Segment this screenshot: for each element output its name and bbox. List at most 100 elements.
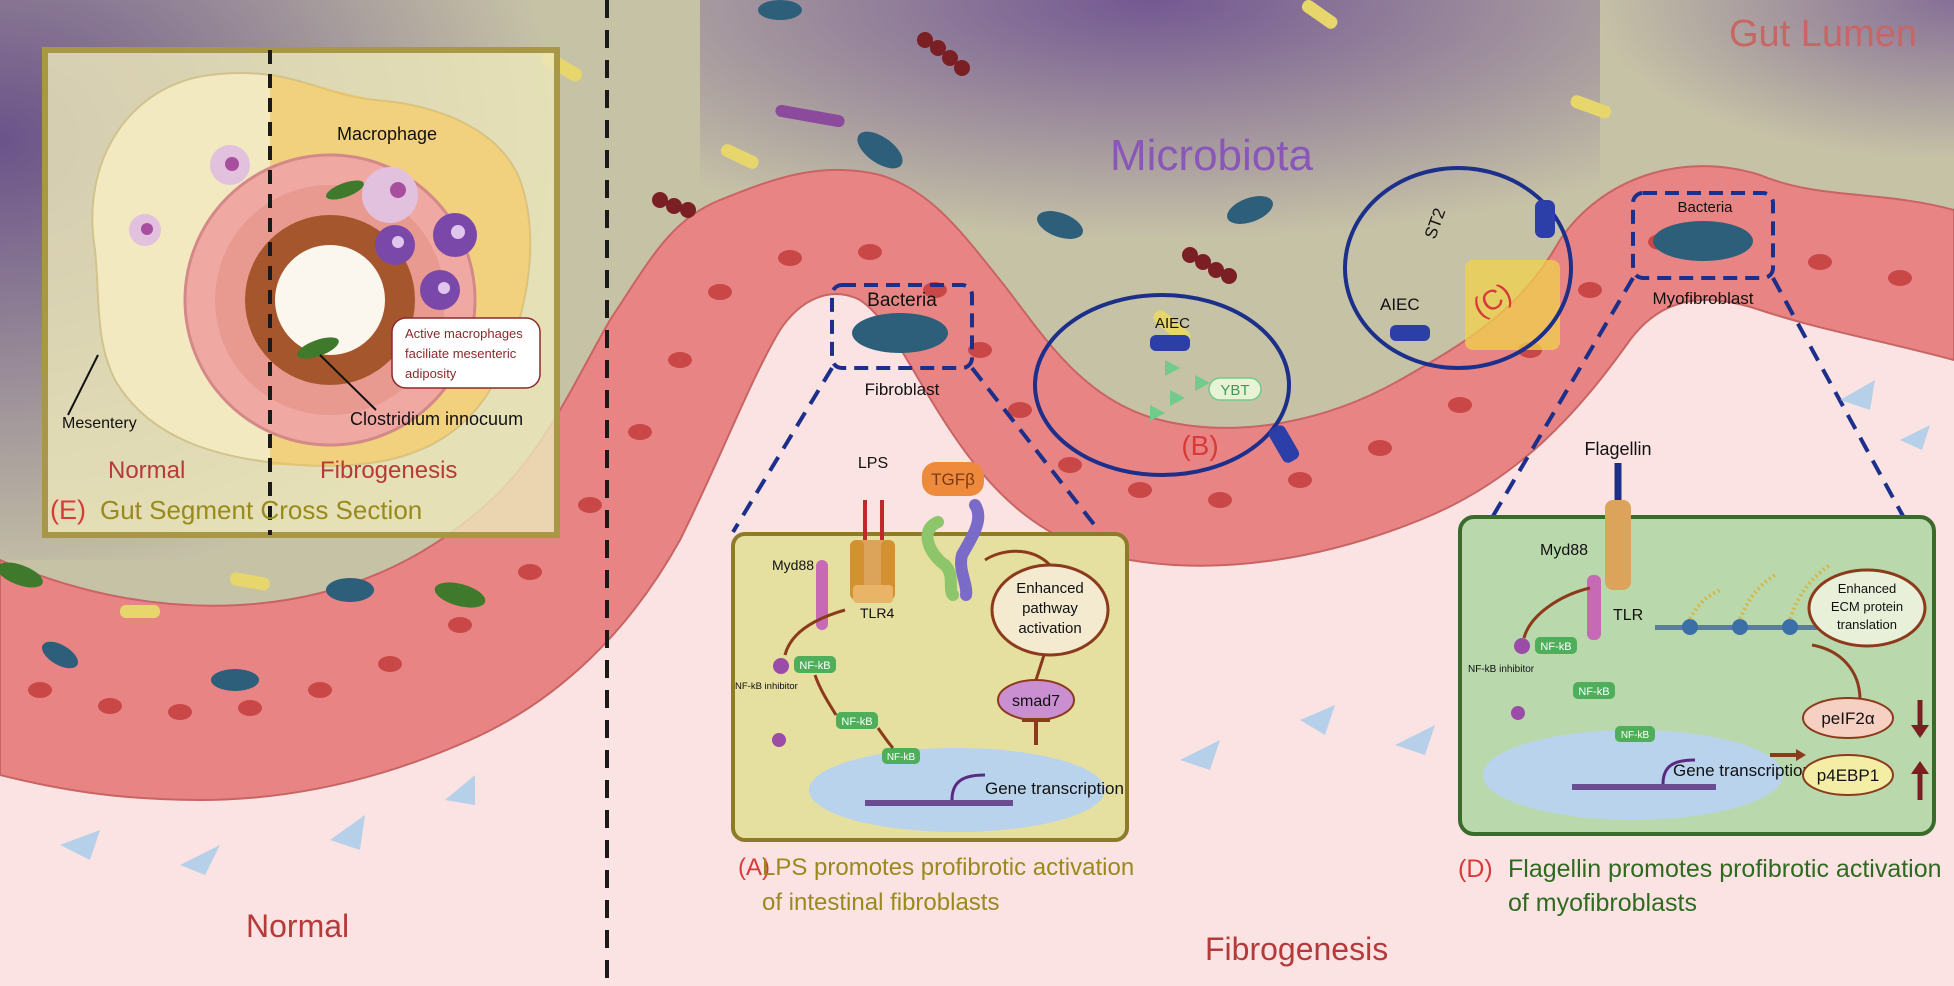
nfkb-a-2: NF-kB: [841, 716, 872, 728]
panel-a-caption-2: of intestinal fibroblasts: [762, 889, 999, 916]
peif2a-label: peIF2α: [1821, 709, 1874, 728]
zoom-line-a-right: [970, 366, 1102, 534]
clostridium-bacterium-lumen: [297, 337, 339, 359]
myd88-d-block: [1587, 575, 1601, 640]
nfkb-a-3: NF-kB: [887, 752, 916, 763]
panel-a-signaling: Gene transcription LPS Myd88 TLR4 TGFβ E…: [731, 455, 1134, 916]
panel-d-caption-2: of myofibroblasts: [1508, 889, 1697, 917]
clostridium-label: Clostridium innocuum: [350, 409, 523, 429]
ecm-line-3: translation: [1837, 617, 1897, 632]
nfkb-inhibitor-dot: [773, 658, 789, 674]
fibrogenesis-region-label: Fibrogenesis: [1205, 931, 1388, 967]
nfkb-d-inhibitor-degraded: [1511, 706, 1525, 720]
tgfb-badge: [922, 462, 984, 496]
ybt-molecules: [1150, 360, 1210, 421]
arrow-enhanced-to-tgfb: [984, 549, 1052, 567]
nucleus-d: [1483, 730, 1783, 820]
nfkb-d-1: NF-kB: [1540, 641, 1571, 653]
transcription-start-d: [1661, 758, 1696, 785]
gene-transcription-a: Gene transcription: [985, 779, 1124, 798]
nfkb-d-inhibitor-dot: [1514, 638, 1530, 654]
gut-lumen-label: Gut Lumen: [1729, 13, 1917, 55]
panel-e-marker: (E): [50, 495, 86, 525]
mesentery-pointer: [67, 354, 99, 416]
ybt-badge: [1208, 377, 1262, 401]
aiec-c-icon: [1390, 325, 1430, 341]
bacteria-d-icon: [1653, 221, 1753, 261]
fibroblast-label: Fibroblast: [865, 380, 940, 399]
bacteria-a-box: [830, 283, 974, 370]
normal-region-label: Normal: [246, 908, 349, 944]
macrophage-callout-box: [391, 317, 541, 389]
macrophage-label: Macrophage: [337, 124, 437, 144]
p4ebp1-label: p4EBP1: [1817, 766, 1879, 785]
myofibroblast-label: Myofibroblast: [1652, 289, 1753, 308]
p4ebp1-ellipse: [1802, 754, 1894, 796]
bacteria-d-label: Bacteria: [1677, 199, 1733, 216]
zoom-line-d-left: [1491, 276, 1635, 518]
bacteria-a-group: Bacteria Fibroblast: [731, 283, 1102, 534]
gene-transcription-d: Gene transcription: [1673, 761, 1812, 780]
clostridium-pointer: [319, 354, 377, 411]
ecm-line-1: Enhanced: [1838, 581, 1897, 596]
panel-b-aiec-ybt: AIEC YBT (B): [1033, 293, 1300, 477]
lps-label: LPS: [858, 455, 888, 472]
panel-d-marker: (D): [1458, 855, 1493, 883]
nfkb-a-1: NF-kB: [799, 660, 830, 672]
arrow-to-translation: [1811, 643, 1862, 701]
enhanced-line-3: activation: [1018, 620, 1081, 637]
ecm-line-2: ECM protein: [1831, 599, 1903, 614]
enhanced-ecm-ellipse: [1807, 568, 1927, 648]
smad7-label: smad7: [1012, 693, 1060, 710]
dna-strand-a: [865, 800, 1013, 806]
zoom-line-a-left: [731, 366, 834, 534]
nfkb-d-nuclear: [1615, 726, 1655, 742]
tgfb-label: TGFβ: [931, 470, 975, 489]
dna-strand-d: [1572, 784, 1716, 790]
aiec-b-icon: [1150, 335, 1190, 351]
tgfb-receptor-1: [921, 516, 959, 601]
panel-e-normal-label: Normal: [108, 457, 185, 484]
nfkb-complex: [794, 656, 836, 673]
peif2a-ellipse: [1802, 697, 1894, 739]
bacteria-d-group: Bacteria Myofibroblast: [1491, 191, 1905, 518]
nfkb-inhibitor-label: NF-kB inhibitor: [735, 681, 798, 692]
bacteria-a-icon: [852, 313, 948, 353]
panel-d-caption-1: Flagellin promotes profibrotic activatio…: [1508, 855, 1942, 883]
nfkb-d-2: NF-kB: [1578, 686, 1609, 698]
aiec-c-label: AIEC: [1380, 295, 1420, 314]
myd88-d-label: Myd88: [1540, 542, 1588, 559]
clostridium-bacterium: [326, 180, 364, 200]
panel-e-cross-section: Macrophage Clostridium innocuum Active m…: [42, 47, 560, 538]
arrow-tlr4-to-nfkb: [783, 608, 846, 656]
nfkb-d-3: NF-kB: [1621, 730, 1650, 741]
stromal-cells: [60, 380, 1930, 875]
nucleus-a: [809, 748, 1105, 832]
bacteria-d-box: [1631, 191, 1775, 280]
panel-c-cell-highlight: [1465, 260, 1560, 350]
callout-line-1: Active macrophages: [405, 326, 523, 341]
nfkb-d-complex: [1535, 637, 1577, 654]
panel-a-caption-1: LPS promotes profibrotic activation: [762, 854, 1134, 881]
panel-b-marker: (B): [1181, 430, 1218, 461]
macrophages: [129, 145, 477, 310]
zoom-line-d-right: [1771, 277, 1905, 517]
tlr-label: TLR: [1613, 607, 1643, 624]
panel-d-signaling: Gene transcription Flagellin Myd88 TLR E…: [1458, 439, 1942, 917]
nfkb-d-inhibitor-label: NF-kB inhibitor: [1468, 664, 1535, 675]
nfkb-translocating: [836, 712, 878, 729]
arrow-smad7-to-enhanced: [1034, 654, 1046, 681]
nfkb-d-translocating: [1573, 682, 1615, 699]
tlr-receptor: [1605, 500, 1631, 590]
tlr4-label: TLR4: [860, 605, 894, 621]
aiec-c-icon-top: [1535, 200, 1555, 238]
panel-c-ellipse: [1343, 166, 1573, 370]
enhanced-line-1: Enhanced: [1016, 580, 1084, 597]
mesentery-label: Mesentery: [62, 415, 137, 432]
aiec-b-icon-2: [1268, 425, 1300, 463]
panel-c-aiec-st2: AIEC ST2 (C): [1343, 166, 1573, 370]
callout-line-2: faciliate mesenteric: [405, 346, 517, 361]
gut-lumen-center: [275, 245, 385, 355]
flagellin-label: Flagellin: [1584, 439, 1651, 459]
